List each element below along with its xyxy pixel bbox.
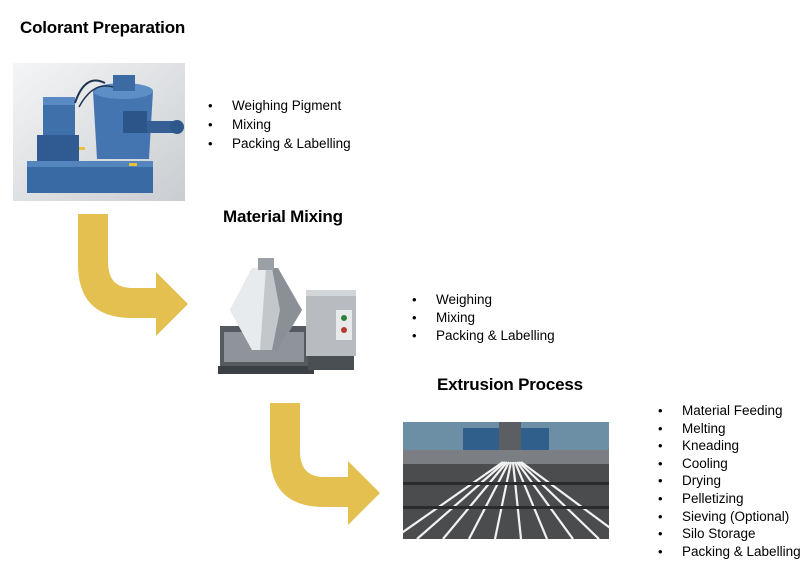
list-item: Sieving (Optional) [658, 508, 801, 526]
curved-down-right-arrow-icon [270, 403, 380, 525]
list-item: Kneading [658, 437, 801, 455]
list-item: Packing & Labelling [658, 543, 801, 561]
list-item: Packing & Labelling [412, 327, 555, 345]
list-item: Weighing Pigment [208, 96, 351, 115]
stage-title-colorant-preparation: Colorant Preparation [20, 18, 186, 37]
material-mixer-photo [208, 250, 366, 380]
curved-down-right-arrow-icon [78, 214, 188, 336]
material-mixing-steps: Weighing Mixing Packing & Labelling [412, 291, 555, 345]
list-item: Cooling [658, 455, 801, 473]
list-item: Mixing [412, 309, 555, 327]
list-item: Material Feeding [658, 402, 801, 420]
colorant-preparation-steps: Weighing Pigment Mixing Packing & Labell… [208, 96, 351, 153]
list-item: Drying [658, 472, 801, 490]
list-item: Mixing [208, 115, 351, 134]
stage-title-material-mixing: Material Mixing [223, 207, 343, 226]
list-item: Packing & Labelling [208, 134, 351, 153]
stage-title-extrusion-process: Extrusion Process [437, 375, 583, 394]
colorant-mixer-photo [13, 63, 185, 201]
list-item: Pelletizing [658, 490, 801, 508]
list-item: Melting [658, 420, 801, 438]
extrusion-line-photo [403, 422, 609, 539]
list-item: Silo Storage [658, 525, 801, 543]
list-item: Weighing [412, 291, 555, 309]
extrusion-process-steps: Material Feeding Melting Kneading Coolin… [658, 402, 801, 560]
